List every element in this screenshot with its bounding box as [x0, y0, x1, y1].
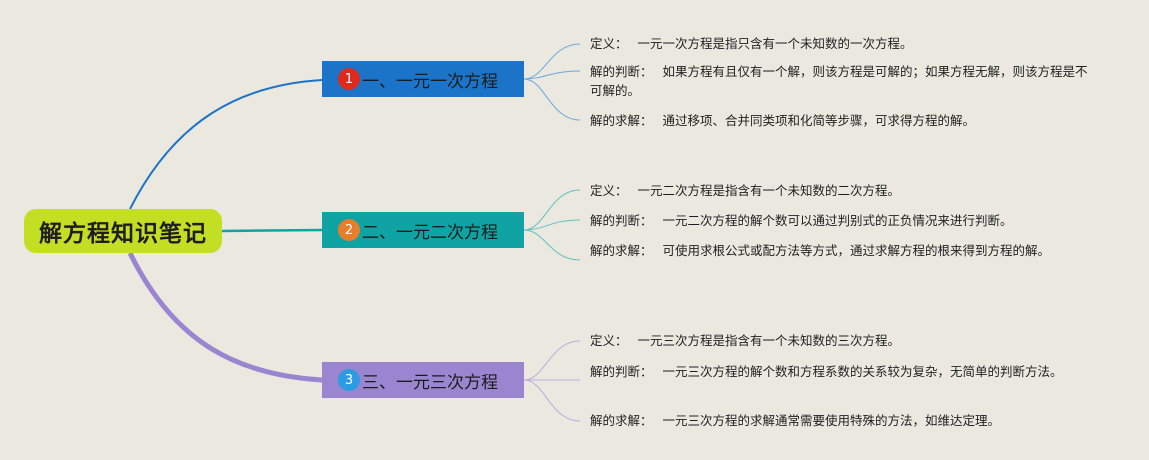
leaf-key: 解的判断： — [590, 213, 653, 228]
leaf-key: 解的求解： — [590, 243, 653, 258]
leaf-topic-2-3[interactable]: 解的求解： 可使用求根公式或配方法等方式，通过求解方程的根来得到方程的解。 — [590, 241, 1090, 260]
leaf-text: 一元二次方程的解个数可以通过判别式的正负情况来进行判断。 — [662, 213, 1013, 228]
leaf-topic-3-2[interactable]: 解的判断： 一元三次方程的解个数和方程系数的关系较为复杂，无简单的判断方法。 — [590, 362, 1090, 381]
leaf-text: 一元二次方程是指含有一个未知数的二次方程。 — [637, 183, 901, 198]
root-to-branch-2-line — [221, 228, 323, 233]
root-to-branch-3-line — [127, 251, 323, 383]
leaf-text: 一元一次方程是指只含有一个未知数的一次方程。 — [637, 36, 913, 51]
branch-1-leaf-1-line — [523, 43, 581, 80]
branch-2-leaf-3-line — [523, 229, 581, 261]
leaf-topic-1-3[interactable]: 解的求解： 通过移项、合并同类项和化简等步骤，可求得方程的解。 — [590, 111, 1090, 130]
leaf-topic-3-1[interactable]: 定义： 一元三次方程是指含有一个未知数的三次方程。 — [590, 331, 1090, 350]
branch-2-leaf-1-line — [523, 189, 581, 231]
leaf-topic-1-2[interactable]: 解的判断：如果方程有且仅有一个解，则该方程是可解的；如果方程无解，则该方程是不可… — [590, 62, 1090, 100]
leaf-key: 解的求解： — [590, 113, 653, 128]
branch-topic-1-label: 一、一元一次方程 — [362, 71, 498, 92]
leaf-text: 一元三次方程的解个数和方程系数的关系较为复杂，无简单的判断方法。 — [662, 364, 1063, 379]
root-topic[interactable]: 解方程知识笔记 — [24, 209, 222, 253]
leaf-topic-2-2[interactable]: 解的判断： 一元二次方程的解个数可以通过判别式的正负情况来进行判断。 — [590, 211, 1090, 230]
number-badge-3: 3 — [338, 369, 360, 391]
leaf-text: 可使用求根公式或配方法等方式，通过求解方程的根来得到方程的解。 — [662, 243, 1051, 258]
branch-topic-2[interactable]: 2 二、一元二次方程 — [322, 212, 524, 248]
branch-3-leaf-1-line — [523, 340, 581, 381]
leaf-text: 通过移项、合并同类项和化简等步骤，可求得方程的解。 — [662, 113, 976, 128]
branch-1-leaf-3-line — [523, 78, 581, 121]
leaf-key: 解的判断： — [590, 364, 653, 379]
leaf-text: 一元三次方程是指含有一个未知数的三次方程。 — [637, 333, 901, 348]
leaf-text: 一元三次方程的求解通常需要使用特殊的方法，如维达定理。 — [662, 413, 1001, 428]
branch-3-leaf-3-line — [523, 379, 581, 422]
leaf-key: 定义： — [590, 333, 628, 348]
branch-1-leaf-2-line — [523, 70, 581, 80]
leaf-key: 定义： — [590, 183, 628, 198]
leaf-key: 定义： — [590, 36, 628, 51]
branch-2-leaf-2-line — [523, 219, 581, 231]
branch-topic-2-label: 二、一元二次方程 — [362, 222, 498, 243]
root-to-branch-1-line — [129, 79, 323, 210]
leaf-topic-3-3[interactable]: 解的求解： 一元三次方程的求解通常需要使用特殊的方法，如维达定理。 — [590, 411, 1090, 430]
number-badge-2: 2 — [338, 219, 360, 241]
leaf-key: 解的判断： — [590, 64, 653, 79]
branch-topic-3[interactable]: 3 三、一元三次方程 — [322, 362, 524, 398]
leaf-topic-2-1[interactable]: 定义： 一元二次方程是指含有一个未知数的二次方程。 — [590, 181, 1090, 200]
leaf-topic-1-1[interactable]: 定义： 一元一次方程是指只含有一个未知数的一次方程。 — [590, 34, 1090, 53]
leaf-text: 如果方程有且仅有一个解，则该方程是可解的；如果方程无解，则该方程是不可解的。 — [590, 64, 1088, 98]
branch-topic-1[interactable]: 1 一、一元一次方程 — [322, 61, 524, 97]
root-topic-label: 解方程知识笔记 — [39, 221, 207, 247]
leaf-key: 解的求解： — [590, 413, 653, 428]
number-badge-1: 1 — [338, 68, 360, 90]
branch-topic-3-label: 三、一元三次方程 — [362, 372, 498, 393]
